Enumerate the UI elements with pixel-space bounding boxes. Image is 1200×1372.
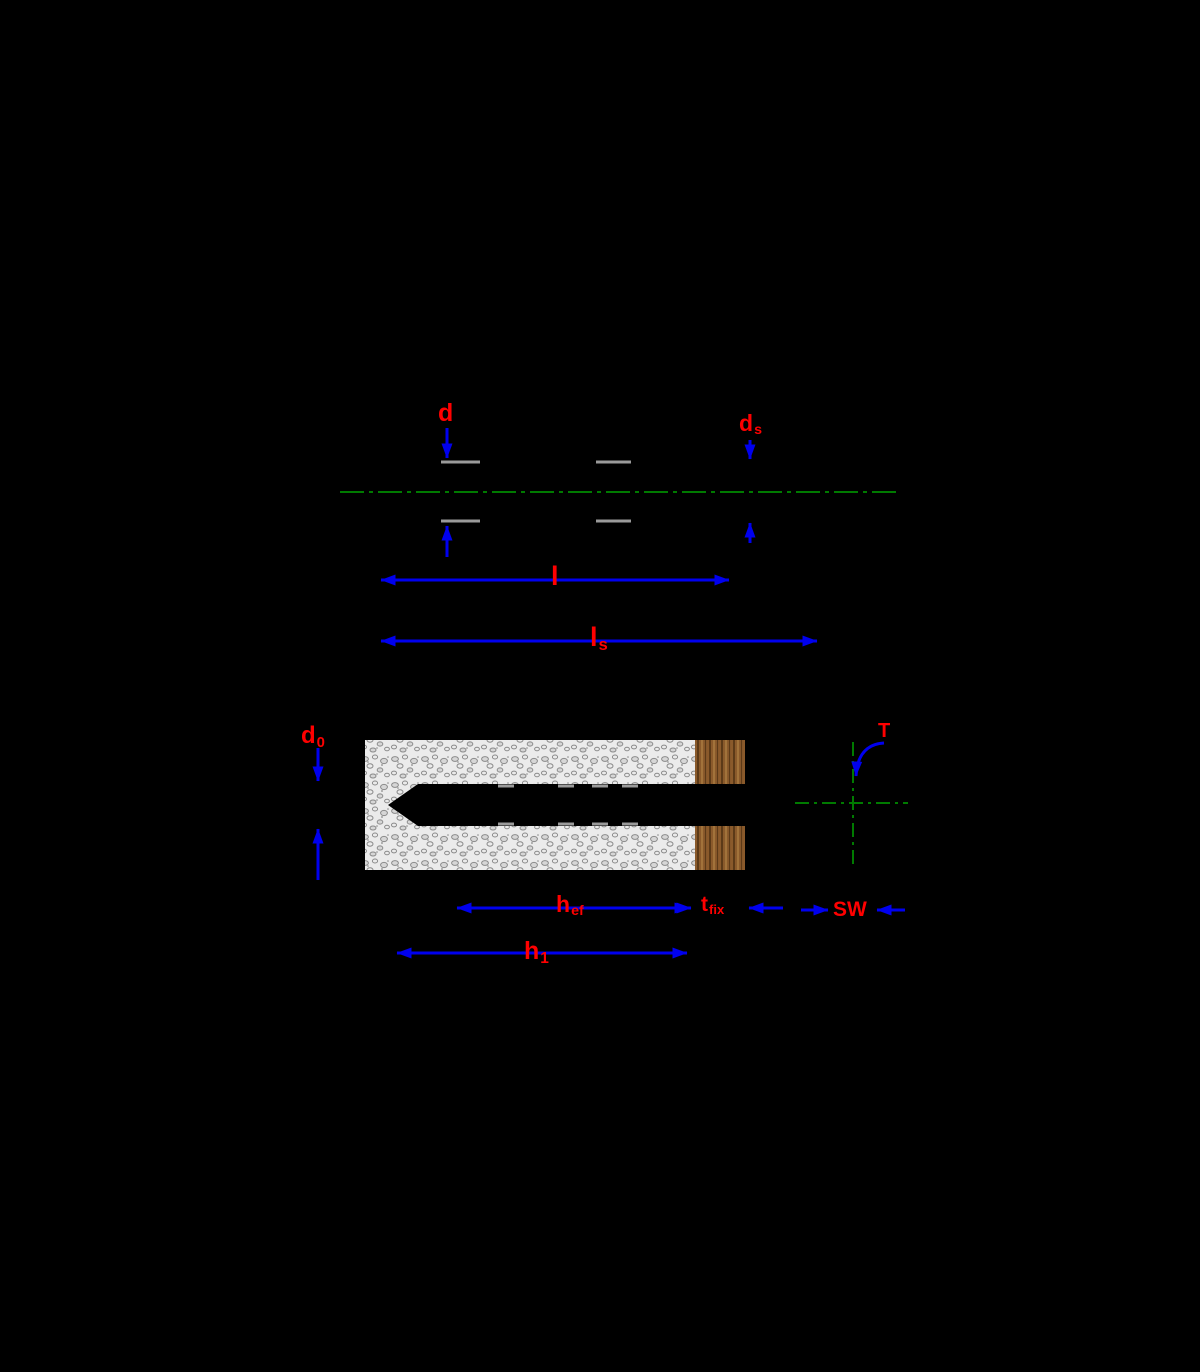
label-ds-sub: s [754,422,762,439]
label-sw-text: SW [833,898,867,921]
label-hef-sub: ef [571,903,584,920]
wood-fixture-top [695,740,745,784]
label-d0-text: d [301,722,316,749]
torque-arrow [851,741,885,777]
label-torque: T [878,721,891,741]
label-d0-sub: 0 [316,734,325,751]
label-ls: ls [590,622,608,655]
label-hef-text: h [556,891,571,917]
label-d: d [438,401,454,426]
label-h1-text: h [524,937,540,965]
label-h1: h1 [524,937,549,967]
label-tfix: tfix [701,893,725,918]
section-view [312,740,908,959]
label-hef: hef [556,891,584,920]
label-tfix-sub: fix [709,902,725,918]
top-view [340,428,900,647]
label-d-text: d [438,399,454,427]
label-l-text: l [551,561,559,591]
label-h1-sub: 1 [540,949,549,967]
label-sw: SW [833,899,868,920]
label-d0: d0 [301,722,325,751]
label-ds: ds [739,410,762,439]
label-l: l [551,563,560,590]
label-tfix-text: t [701,893,708,916]
label-ls-sub: s [598,635,608,655]
label-torque-text: T [878,720,891,742]
wood-fixture-bottom [695,826,745,870]
label-ds-text: d [739,410,754,436]
label-ls-text: l [590,622,598,652]
drill-hole-with-anchor [388,784,695,826]
